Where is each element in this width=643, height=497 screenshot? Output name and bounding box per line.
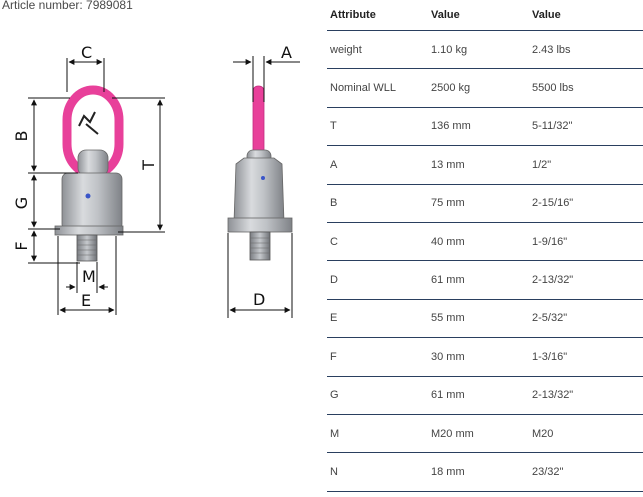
attribute-cell: D	[327, 260, 428, 300]
imperial-cell: 2-15/16"	[529, 184, 643, 223]
imperial-cell: M20	[529, 414, 643, 454]
table-header-row: Attribute Value Value	[327, 0, 643, 31]
bolt-front	[76, 234, 98, 262]
metric-cell: 136 mm	[428, 107, 529, 147]
swivel-neck	[77, 149, 109, 177]
attribute-cell: Nominal WLL	[327, 68, 428, 108]
blue-dot-side	[261, 176, 265, 180]
collar-front	[54, 225, 124, 236]
imperial-cell: 1-3/16"	[529, 337, 643, 377]
attribute-cell: T	[327, 107, 428, 147]
article-number: Article number: 7989081	[2, 0, 133, 12]
attribute-cell: E	[327, 299, 428, 339]
attribute-cell: weight	[327, 30, 428, 70]
body-side	[233, 157, 285, 223]
dim-label-m: M	[82, 267, 96, 286]
attribute-cell: G	[327, 376, 428, 415]
metric-cell: 55 mm	[428, 299, 529, 339]
column-header-value-metric: Value	[428, 0, 529, 31]
imperial-cell: 2-5/32"	[529, 299, 643, 339]
column-header-value-imperial: Value	[529, 0, 643, 31]
metric-cell: 1.10 kg	[428, 30, 529, 70]
imperial-cell: 2-13/32"	[529, 260, 643, 300]
dim-label-b: B	[12, 131, 31, 142]
dim-label-f: F	[12, 241, 31, 250]
attribute-cell: F	[327, 337, 428, 377]
imperial-cell: 5500 lbs	[529, 68, 643, 108]
metric-cell: 61 mm	[428, 376, 529, 415]
imperial-cell: 2-13/32"	[529, 376, 643, 415]
metric-cell: 18 mm	[428, 452, 529, 492]
dim-label-d: D	[253, 290, 265, 309]
attribute-cell: C	[327, 222, 428, 262]
attribute-cell: N	[327, 452, 428, 492]
dim-label-g: G	[12, 197, 31, 209]
dim-label-t: T	[139, 160, 158, 171]
metric-cell: 13 mm	[428, 145, 529, 185]
imperial-cell: 23/32"	[529, 452, 643, 492]
metric-cell: 30 mm	[428, 337, 529, 377]
dim-label-c: C	[81, 43, 92, 62]
bolt-side	[249, 231, 271, 261]
metric-cell: 61 mm	[428, 260, 529, 300]
side-view: A D	[227, 43, 300, 318]
imperial-cell: 5-11/32"	[529, 107, 643, 147]
metric-cell: M20 mm	[428, 414, 529, 454]
imperial-cell: 2.43 lbs	[529, 30, 643, 70]
column-header-attribute: Attribute	[327, 0, 428, 31]
attribute-cell: A	[327, 145, 428, 185]
front-view: C B G F T M E	[12, 43, 165, 315]
body-front	[61, 172, 123, 231]
imperial-cell: 1-9/16"	[529, 222, 643, 262]
attribute-cell: B	[327, 184, 428, 223]
metric-cell: 2500 kg	[428, 68, 529, 108]
technical-drawing: C B G F T M E A	[12, 43, 300, 318]
metric-cell: 75 mm	[428, 184, 529, 223]
dim-label-e: E	[81, 291, 91, 310]
ring-mark	[78, 111, 99, 135]
metric-cell: 40 mm	[428, 222, 529, 262]
dim-label-a: A	[281, 43, 292, 62]
attribute-cell: M	[327, 414, 428, 454]
blue-dot-front	[85, 193, 91, 199]
collar-side	[227, 217, 293, 233]
imperial-cell: 1/2"	[529, 145, 643, 185]
